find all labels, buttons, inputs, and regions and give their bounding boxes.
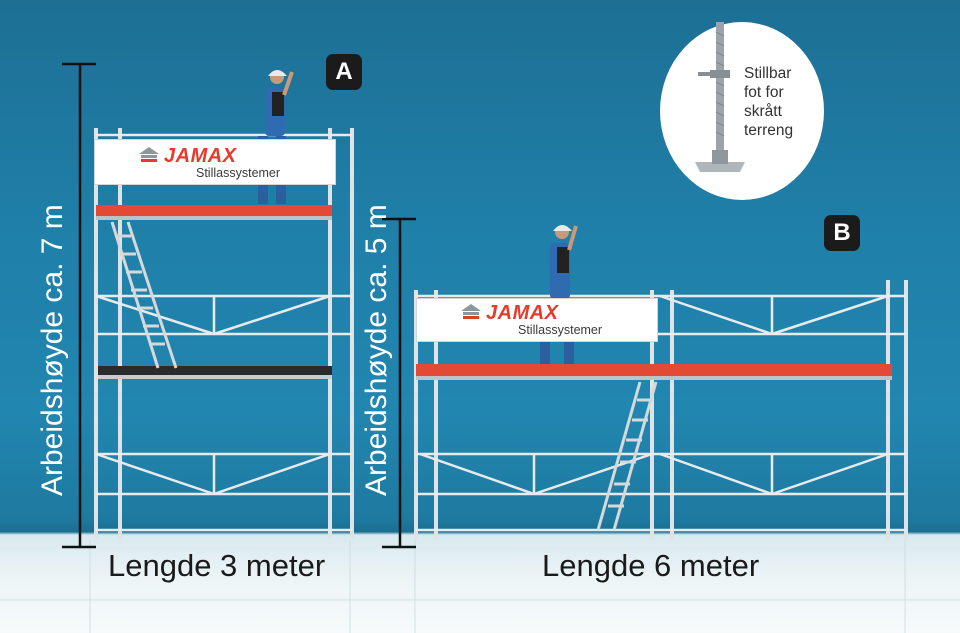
callout-line-3: skrått: [744, 103, 782, 120]
badge-a: A: [326, 54, 362, 90]
callout-line-4: terreng: [744, 122, 794, 139]
height-label-a: Arbeidshøyde ca. 7 m: [36, 204, 69, 496]
banner-b: [416, 298, 658, 342]
platform-upper-a: [96, 205, 332, 216]
adjustable-foot-callout: [660, 22, 824, 200]
jamax-logo-icon: [139, 147, 159, 162]
brand-jamax-b: JAMAX: [486, 302, 559, 324]
badge-b: B: [824, 215, 860, 251]
ladder-a: [110, 221, 178, 369]
platform-b: [416, 364, 892, 376]
ladder-b: [596, 381, 658, 531]
platform-lower-a: [98, 366, 332, 375]
height-dimension-a: [62, 62, 96, 549]
length-label-a: Lengde 3 meter: [108, 548, 326, 583]
height-label-b: Arbeidshøyde ca. 5 m: [360, 204, 393, 496]
floor: [0, 540, 960, 633]
height-dimension-b: [382, 217, 416, 549]
worker-b: [540, 225, 578, 364]
callout-line-2: fot for: [744, 84, 784, 101]
callout-line-1: Stillbar: [744, 65, 792, 82]
length-label-b: Lengde 6 meter: [542, 548, 760, 583]
banner-a: [94, 139, 336, 185]
callout-text: Stillbar fot for skrått terreng: [744, 64, 824, 140]
brand-subtitle-a: Stillassystemer: [196, 166, 281, 180]
brand-subtitle-b: Stillassystemer: [518, 323, 603, 337]
brand-jamax-a: JAMAX: [164, 145, 237, 167]
adjustable-foot-icon: [695, 22, 745, 172]
jamax-logo-icon: [461, 304, 481, 319]
scaffold-b: [414, 225, 908, 540]
